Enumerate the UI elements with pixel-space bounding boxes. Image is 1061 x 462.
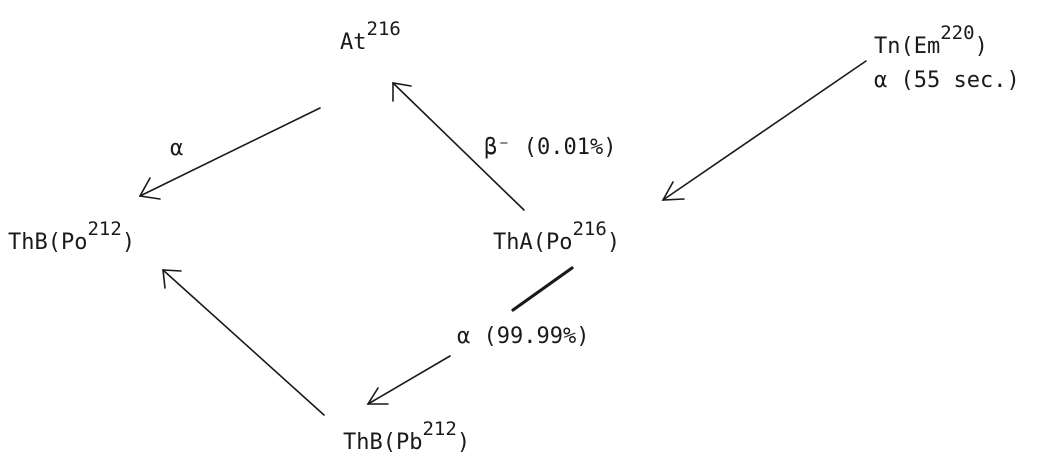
nuclide-tn-em-220: Tn(Em220) xyxy=(874,22,988,59)
nuclide-at-216: At216 xyxy=(340,18,401,55)
decay-label-alpha-tha: α (99.99%) xyxy=(457,324,590,349)
arrow-tha-to-thb-pb xyxy=(366,266,574,405)
decay-label-beta-minus: β⁻ (0.01%) xyxy=(484,135,617,160)
nuclide-tha-po-216: ThA(Po216) xyxy=(493,218,621,255)
arrow-thb-pb-to-thb-po xyxy=(162,269,325,416)
arrow-tn-to-tha xyxy=(661,60,867,201)
arrow-at-to-thb-po xyxy=(138,107,321,200)
tn-half-life-label: α (55 sec.) xyxy=(874,68,1020,93)
nuclide-thb-pb-212: ThB(Pb212) xyxy=(343,418,471,455)
nuclide-thb-po-212: ThB(Po212) xyxy=(8,218,136,255)
decay-label-alpha-at: α xyxy=(170,136,184,161)
arrow-tha-to-at xyxy=(392,82,525,211)
